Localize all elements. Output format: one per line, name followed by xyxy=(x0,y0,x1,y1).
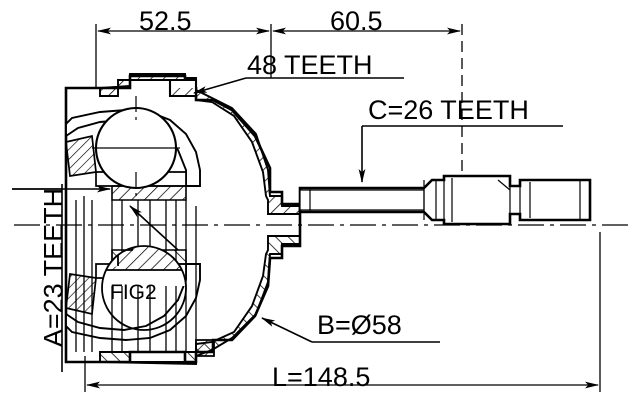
leader-a23-teeth xyxy=(12,184,111,372)
shaft-step-lines xyxy=(309,176,581,224)
fig2-circle xyxy=(101,245,187,331)
leader-48-teeth xyxy=(193,77,404,94)
ball-centerline-cross xyxy=(92,96,180,200)
abs-tone-ring xyxy=(168,78,198,98)
output-shaft xyxy=(298,174,592,226)
detail-callout-label-fig2: FIG2 xyxy=(110,281,157,304)
dimension-label-52-5: 52.5 xyxy=(139,6,192,36)
cage-hatch-upper xyxy=(111,185,187,201)
note-label-a23-teeth: A=23 TEETH xyxy=(38,187,69,348)
cv-joint-housing xyxy=(64,73,302,365)
dimension-top-group xyxy=(95,24,463,186)
leader-c26-teeth xyxy=(358,125,563,183)
cage-upper-left xyxy=(65,134,97,177)
leader-line-48 xyxy=(193,77,247,94)
leader-line-b58 xyxy=(261,317,313,343)
note-label-48-teeth: 48 TEETH xyxy=(247,50,373,80)
dimension-label-overall-length: L=148.5 xyxy=(272,362,371,392)
shaft-chamfer-line xyxy=(497,179,511,191)
fig2-leader xyxy=(129,205,179,251)
housing-section-hatch-lower xyxy=(99,235,301,365)
dimension-overall-group xyxy=(84,232,601,392)
note-label-c26-teeth: C=26 TEETH xyxy=(368,95,529,125)
shaft-spline-section xyxy=(299,189,425,211)
snap-ring-lower xyxy=(195,339,215,357)
note-label-b58: B=Ø58 xyxy=(317,310,402,340)
dimension-label-60-5: 60.5 xyxy=(330,6,383,36)
leader-b58 xyxy=(261,317,440,343)
